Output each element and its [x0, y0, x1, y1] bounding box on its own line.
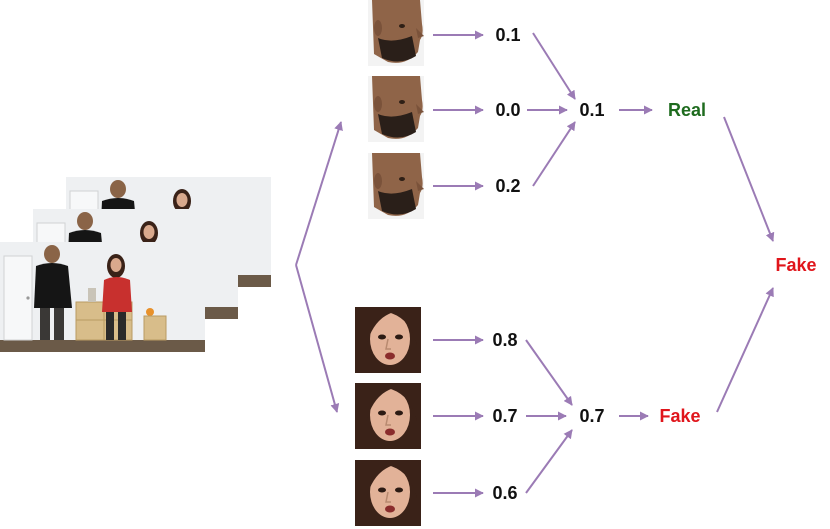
- average-score-b: 0.7: [579, 406, 604, 426]
- frame-score-b-2: 0.7: [492, 406, 517, 426]
- verdict-a: Real: [668, 100, 706, 120]
- frame-score-b-3: 0.6: [492, 483, 517, 503]
- frame-score-a-3: 0.2: [495, 176, 520, 196]
- frame-score-a-1: 0.1: [495, 25, 520, 45]
- face-crop-a-1: [368, 0, 424, 66]
- final-verdict: Fake: [775, 255, 816, 275]
- video-frame-stack: [0, 176, 272, 353]
- frame-score-b-1: 0.8: [492, 330, 517, 350]
- video-frame-1: [0, 241, 206, 353]
- average-score-a: 0.1: [579, 100, 604, 120]
- face-crop-a-3: [368, 153, 424, 219]
- face-crop-b-1: [354, 306, 422, 374]
- face-crop-a-2: [368, 76, 424, 142]
- arrow-score-b-1-average: [525, 339, 573, 406]
- arrow-verdict-a-final: [723, 116, 775, 242]
- split-arrow-up: [295, 121, 343, 266]
- face-crop-b-3: [354, 459, 422, 527]
- split-arrow-down: [295, 264, 340, 413]
- frame-score-a-2: 0.0: [495, 100, 520, 120]
- arrow-verdict-b-final: [716, 287, 774, 413]
- arrow-score-b-3-average: [525, 429, 573, 494]
- verdict-b: Fake: [659, 406, 700, 426]
- arrow-score-a-3-average: [532, 121, 576, 187]
- face-crop-b-2: [354, 382, 422, 450]
- arrow-score-a-1-average: [532, 32, 576, 100]
